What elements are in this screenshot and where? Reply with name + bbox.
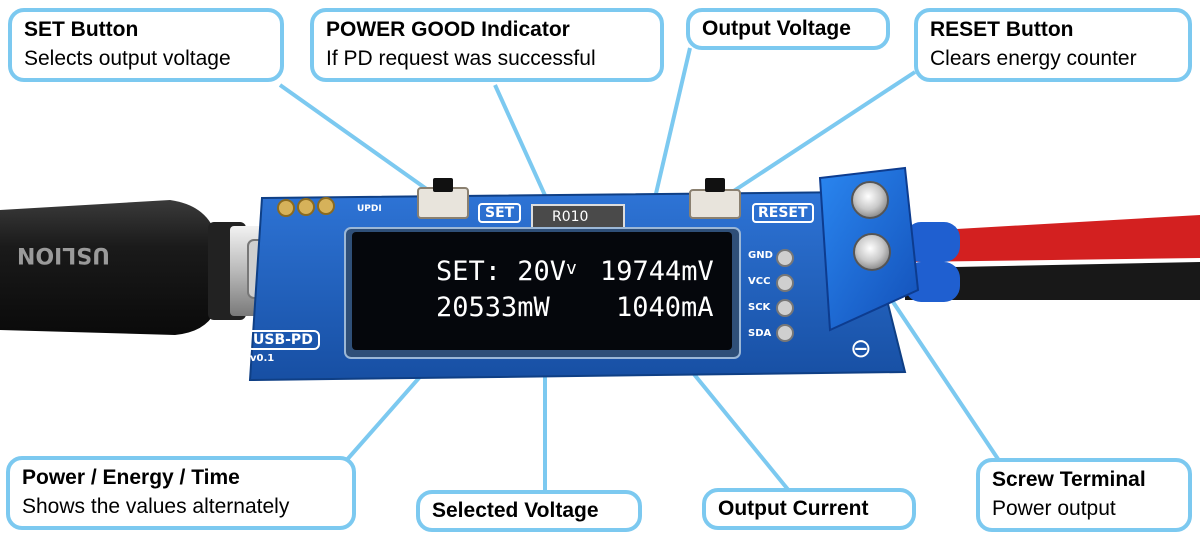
pin-label-gnd: GND xyxy=(748,250,773,261)
callout-set-button: SET Button Selects output voltage xyxy=(8,8,284,82)
callout-reset-button-desc: Clears energy counter xyxy=(930,47,1137,70)
callout-set-button-title: SET Button xyxy=(24,18,139,41)
callout-screw-terminal-desc: Power output xyxy=(992,497,1116,520)
callout-selected-voltage: Selected Voltage xyxy=(416,490,642,532)
display-power: 20533mW xyxy=(436,292,550,323)
resistor-label: R010 xyxy=(552,209,589,225)
display-output-voltage: 19744mV xyxy=(600,256,714,287)
callout-power-good: POWER GOOD Indicator If PD request was s… xyxy=(310,8,664,82)
callout-output-current-title: Output Current xyxy=(718,497,869,520)
minus-symbol: ⊖ xyxy=(850,334,872,364)
callout-set-button-desc: Selects output voltage xyxy=(24,47,231,70)
pin-label-sda: SDA xyxy=(748,328,772,339)
callout-power-energy-time: Power / Energy / Time Shows the values a… xyxy=(6,456,356,530)
screw-terminal xyxy=(818,166,1200,332)
display-power-good-mark: v xyxy=(566,258,577,279)
display-output-current: 1040mA xyxy=(616,292,714,323)
callout-screw-terminal-title: Screw Terminal xyxy=(992,468,1146,491)
updi-label: UPDI xyxy=(357,204,382,214)
callout-selected-voltage-title: Selected Voltage xyxy=(432,499,599,522)
callout-reset-button: RESET Button Clears energy counter xyxy=(914,8,1192,82)
pin-label-vcc: VCC xyxy=(748,276,771,287)
reset-silkscreen-label: RESET xyxy=(752,203,814,223)
display-set-voltage: SET: 20V xyxy=(436,256,567,287)
callout-power-good-desc: If PD request was successful xyxy=(326,47,596,70)
version-label: v0.1 xyxy=(250,353,275,364)
pcb xyxy=(248,178,907,382)
callout-screw-terminal: Screw Terminal Power output xyxy=(976,458,1192,532)
callout-output-current: Output Current xyxy=(702,488,916,530)
usb-pd-label: USB-PD xyxy=(246,330,320,350)
callout-power-energy-time-title: Power / Energy / Time xyxy=(22,466,240,489)
callout-output-voltage-title: Output Voltage xyxy=(702,17,851,40)
set-silkscreen-label: SET xyxy=(478,203,522,223)
oled-display: SET: 20V v 19744mV 20533mW 1040mA xyxy=(360,236,722,346)
cable-brand-text: USLION xyxy=(17,242,110,267)
leader-lines xyxy=(278,47,1002,494)
callout-reset-button-title: RESET Button xyxy=(930,18,1074,41)
callout-power-energy-time-desc: Shows the values alternately xyxy=(22,495,290,518)
callout-output-voltage: Output Voltage xyxy=(686,8,890,50)
pin-label-sck: SCK xyxy=(748,302,771,313)
callout-power-good-title: POWER GOOD Indicator xyxy=(326,18,570,41)
